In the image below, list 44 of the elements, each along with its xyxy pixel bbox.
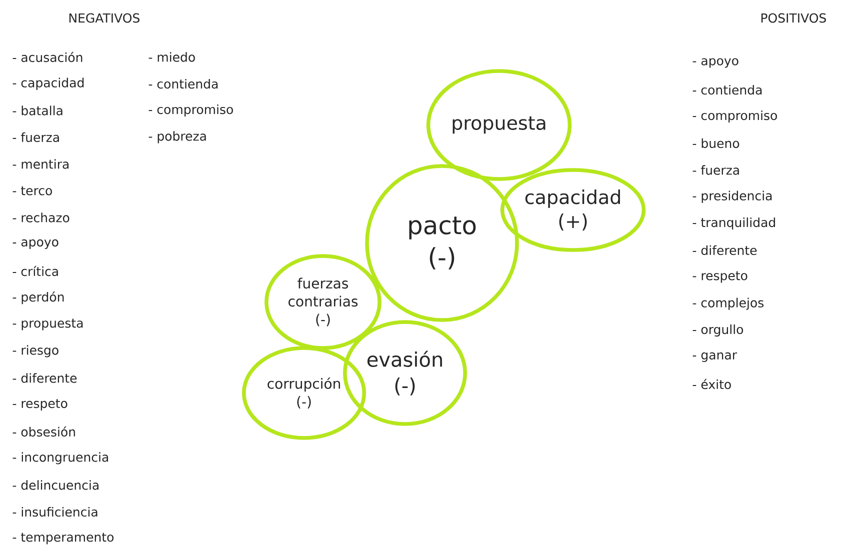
list-item: - respeto (12, 399, 68, 410)
list-item: - batalla (12, 106, 62, 116)
list-item: - bueno (692, 138, 740, 148)
list-item: - pobreza (148, 131, 206, 144)
list-item: - crítica (12, 266, 58, 276)
list-item: - mentira (12, 159, 68, 169)
list-item: - insuficiencia (12, 506, 98, 517)
circle-node: pacto (-) (365, 164, 519, 322)
list-item: - capacidad (12, 78, 84, 90)
list-item: - compromiso (148, 104, 233, 117)
list-item: - apoyo (12, 239, 58, 249)
list-item: - contienda (148, 78, 218, 89)
list-item: - fuerza (12, 132, 59, 142)
list-item: - éxito (692, 378, 731, 390)
list-item: - propuesta (12, 318, 83, 330)
list-item: - obsesión (12, 426, 75, 437)
list-item: - miedo (148, 52, 195, 62)
list-item: - riesgo (12, 345, 58, 358)
list-item: - tranquilidad (692, 217, 775, 230)
list-item: - rechazo (12, 212, 70, 222)
list-item: - apoyo (692, 58, 738, 68)
list-item: - perdón (12, 292, 64, 304)
circle-node: propuesta (426, 69, 572, 181)
column-heading: POSITIVOS (761, 13, 826, 23)
list-item: - presidencia (692, 190, 772, 203)
list-item: - orgullo (692, 324, 744, 337)
circle-node: corrupción (-) (242, 346, 366, 440)
list-item: - diferente (692, 245, 757, 256)
list-item: - incongruencia (12, 452, 108, 464)
list-item: - temperamento (12, 532, 114, 544)
circle-node: evasión (-) (343, 320, 467, 426)
list-item: - ganar (692, 352, 738, 362)
circle-node: fuerzas contrarias (-) (264, 254, 382, 350)
list-item: - acusación (12, 52, 82, 62)
list-item: - compromiso (692, 110, 777, 123)
list-item: - diferente (12, 373, 77, 383)
list-item: - delincuencia (12, 480, 98, 490)
column-heading: NEGATIVOS (69, 13, 140, 23)
list-item: - complejos (692, 298, 764, 310)
list-item: - terco (12, 186, 52, 196)
list-item: - contienda (692, 84, 762, 95)
list-item: - fuerza (692, 165, 739, 175)
list-item: - respeto (692, 271, 748, 283)
circle-node: capacidad (+) (500, 168, 646, 252)
